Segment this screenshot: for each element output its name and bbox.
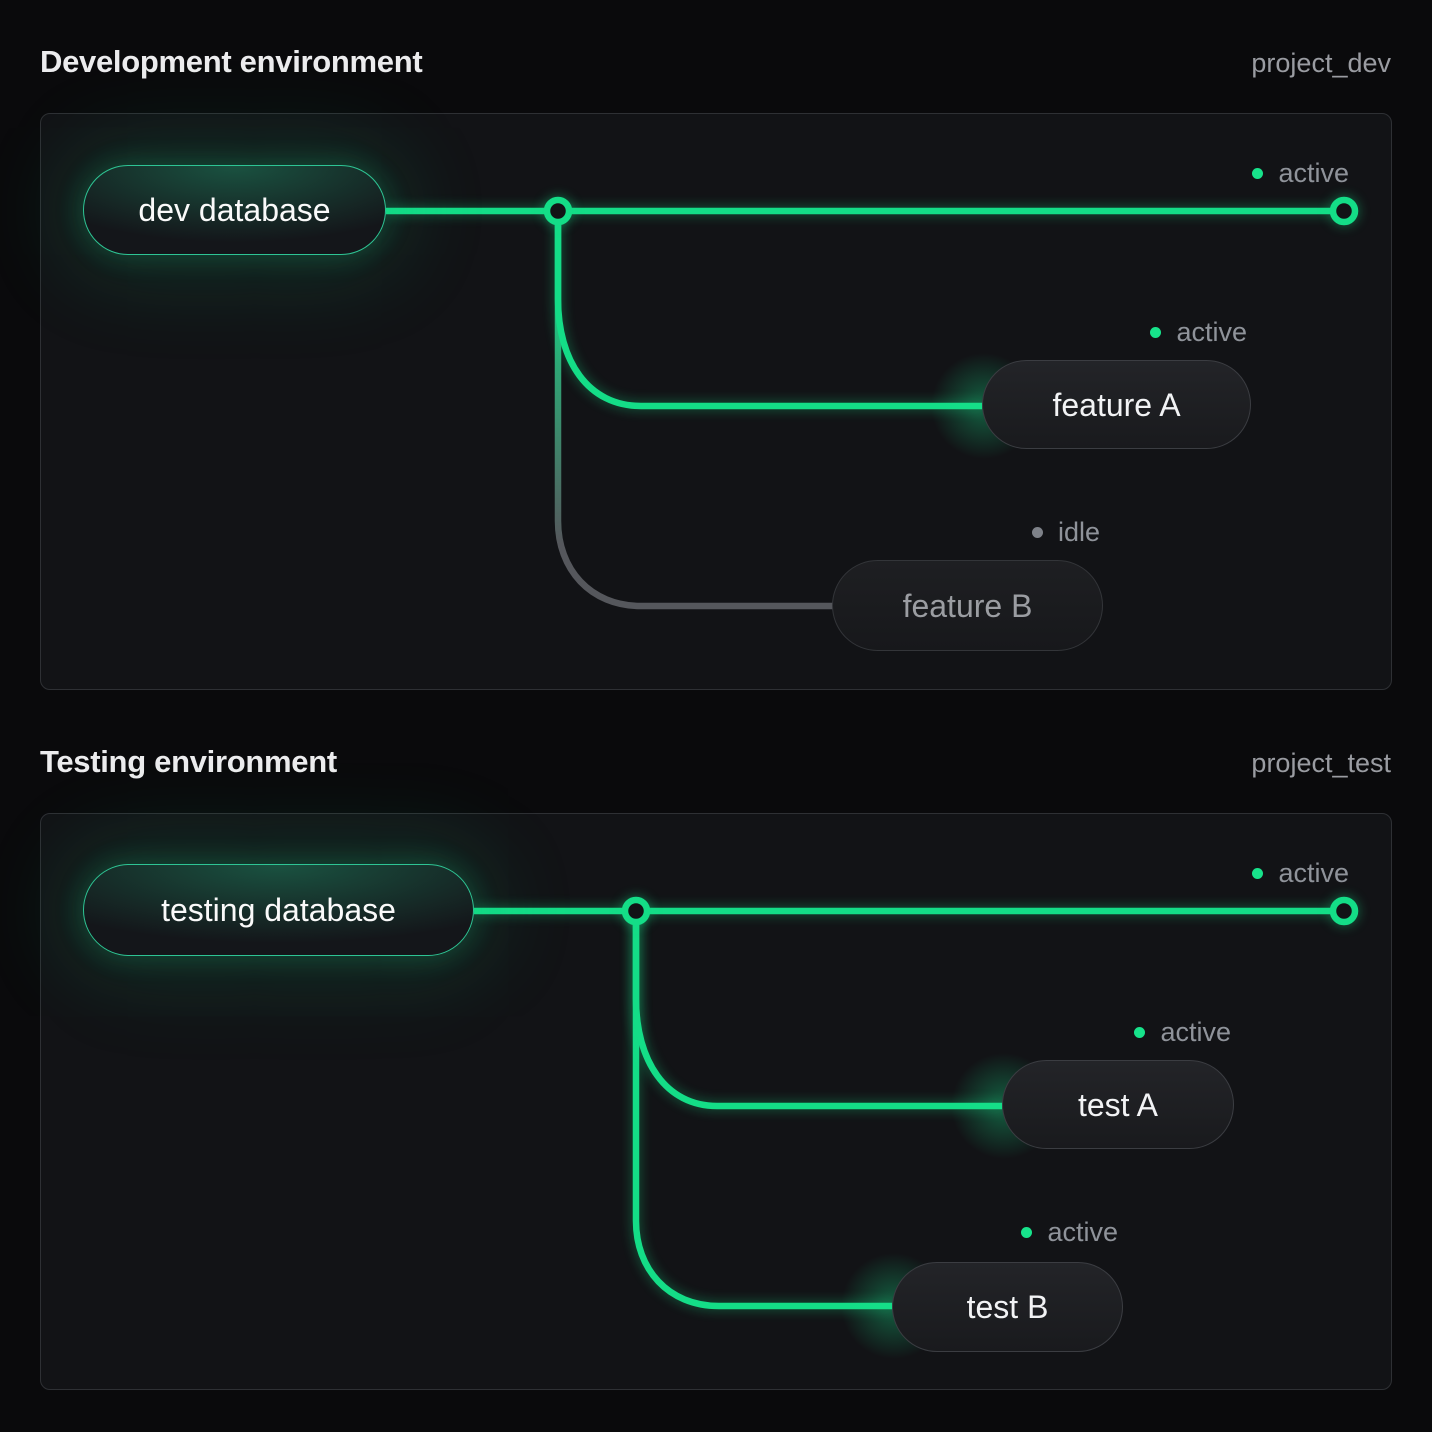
dev-branch-line-feature-b	[554, 211, 834, 610]
feature-b-node[interactable]: feature B	[832, 560, 1103, 651]
active-status-dot-icon	[1021, 1226, 1033, 1238]
feature-a-status: active	[1150, 317, 1247, 347]
dev-environment-panel: dev database feature A feature B active …	[40, 113, 1392, 690]
test-main-branch-endpoint-node[interactable]	[1329, 896, 1359, 926]
test-branch-graph	[474, 896, 1359, 1310]
dev-database-label: dev database	[138, 192, 331, 228]
test-b-label: test B	[966, 1289, 1049, 1325]
idle-status-dot-icon	[1031, 526, 1043, 538]
dev-project-name: project_dev	[1251, 48, 1391, 78]
feature-a-label: feature A	[1052, 386, 1181, 423]
dev-main-branch-endpoint-node[interactable]	[1329, 196, 1359, 226]
test-b-node[interactable]: test B	[892, 1262, 1123, 1352]
test-branch-line-test-b	[632, 911, 892, 1310]
feature-b-label: feature B	[902, 587, 1033, 624]
status-text: active	[1278, 157, 1349, 188]
active-status-dot-icon	[1150, 326, 1162, 338]
status-text: active	[1047, 1216, 1118, 1247]
dev-section-title: Development environment	[40, 44, 423, 79]
dev-junction-node[interactable]	[543, 196, 573, 226]
active-status-dot-icon	[1134, 1026, 1146, 1038]
test-a-node[interactable]: test A	[1002, 1060, 1234, 1149]
active-status-dot-icon	[1252, 867, 1264, 879]
test-junction-node[interactable]	[621, 896, 651, 926]
dev-main-branch-status: active	[1252, 158, 1349, 188]
test-project-name: project_test	[1251, 748, 1391, 778]
status-text: active	[1278, 857, 1349, 888]
feature-a-node[interactable]: feature A	[982, 360, 1251, 449]
status-text: active	[1176, 316, 1247, 347]
test-main-branch-status: active	[1252, 858, 1349, 888]
dev-branch-line-feature-a	[554, 211, 982, 410]
status-text: idle	[1057, 516, 1100, 547]
test-branch-line-test-a	[632, 911, 1002, 1110]
testing-database-label: testing database	[161, 892, 396, 928]
feature-b-status: idle	[1031, 516, 1100, 547]
dev-database-node[interactable]: dev database	[83, 165, 386, 255]
test-b-status: active	[1021, 1217, 1118, 1247]
status-text: active	[1160, 1016, 1231, 1047]
testing-database-node[interactable]: testing database	[83, 864, 474, 956]
test-section-title: Testing environment	[40, 744, 337, 779]
test-a-status: active	[1134, 1017, 1231, 1047]
testing-environment-panel: testing database test A test B active ac…	[40, 813, 1392, 1390]
dev-branch-graph	[386, 196, 1359, 610]
test-a-label: test A	[1077, 1086, 1159, 1123]
active-status-dot-icon	[1252, 167, 1264, 179]
